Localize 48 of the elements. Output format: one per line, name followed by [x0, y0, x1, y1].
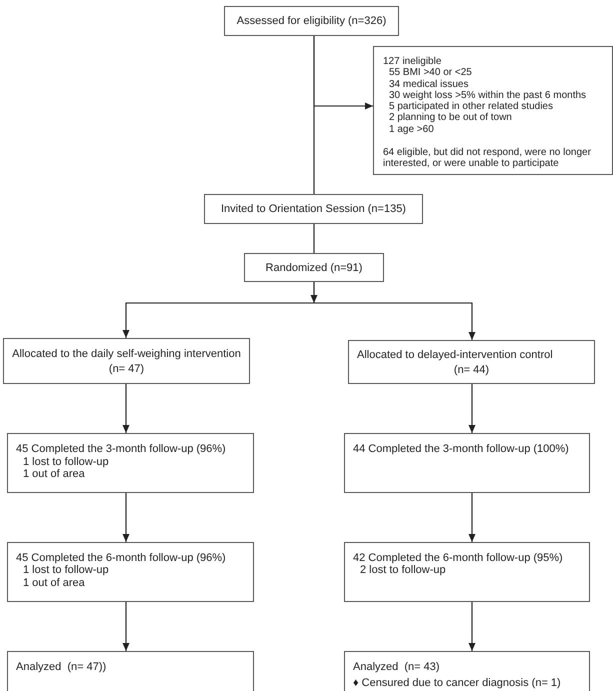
list-item: 5 participated in other related studies — [389, 101, 554, 112]
bullet-item: ♦ Censured due to cancer diagnosis (n= 1) — [353, 677, 562, 690]
arrow — [122, 602, 130, 651]
box-label: Allocated to delayed-intervention control — [357, 348, 554, 363]
process-box — [7, 542, 254, 602]
process-box — [344, 542, 590, 602]
arrow — [313, 282, 476, 340]
process-box — [244, 253, 384, 282]
arrow — [468, 493, 476, 542]
process-box — [204, 194, 423, 224]
list-item: 1 lost to follow-up — [23, 456, 110, 468]
note-text: 64 eligible, but did not respond, were no longer interested, or were unable to participate — [383, 146, 592, 170]
process-box — [224, 6, 399, 36]
count-label: (n= 44) — [452, 363, 490, 378]
process-box — [7, 651, 254, 691]
box-label: Invited to Orientation Session (n=135) — [221, 203, 406, 215]
list-item: 34 medical issues — [389, 78, 470, 90]
arrow — [468, 384, 476, 433]
connector-line — [313, 224, 315, 253]
box-heading: 45 Completed the 6-month follow-up (96%) — [16, 552, 227, 564]
box-label: Assessed for eligibility (n=326) — [236, 15, 386, 27]
count-label: (n= 47) — [108, 362, 146, 376]
list-item: 55 BMI >40 or <25 — [389, 67, 473, 79]
box-label: Allocated to the daily self-weighing intervention — [11, 346, 242, 362]
arrow — [122, 384, 130, 433]
process-box — [7, 433, 254, 493]
arrow — [313, 36, 373, 110]
box-heading: 127 ineligible — [383, 56, 442, 68]
process-box — [3, 338, 250, 384]
process-box — [348, 340, 595, 384]
box-heading: 42 Completed the 6-month follow-up (95%) — [353, 552, 564, 564]
list-item: 1 out of area — [23, 468, 86, 480]
box-heading: 45 Completed the 3-month follow-up (96%) — [16, 443, 227, 456]
list-item: 30 weight loss >5% within the past 6 months — [389, 90, 588, 102]
list-item: 1 lost to follow-up — [23, 564, 110, 576]
list-item: 1 age >60 — [389, 124, 435, 136]
exclusion-box — [373, 46, 613, 175]
process-box — [344, 433, 590, 493]
box-label: Randomized (n=91) — [266, 262, 362, 274]
box-heading: Analyzed (n= 47)) — [16, 660, 108, 673]
box-heading: Analyzed (n= 43) — [353, 660, 441, 673]
arrow — [468, 602, 476, 651]
list-item: 2 planning to be out of town — [389, 112, 513, 124]
arrow — [122, 493, 130, 542]
process-box — [344, 651, 590, 691]
box-heading: 44 Completed the 3-month follow-up (100%) — [353, 443, 570, 456]
list-item: 2 lost to follow-up — [360, 564, 447, 576]
list-item: 1 out of area — [23, 576, 86, 589]
